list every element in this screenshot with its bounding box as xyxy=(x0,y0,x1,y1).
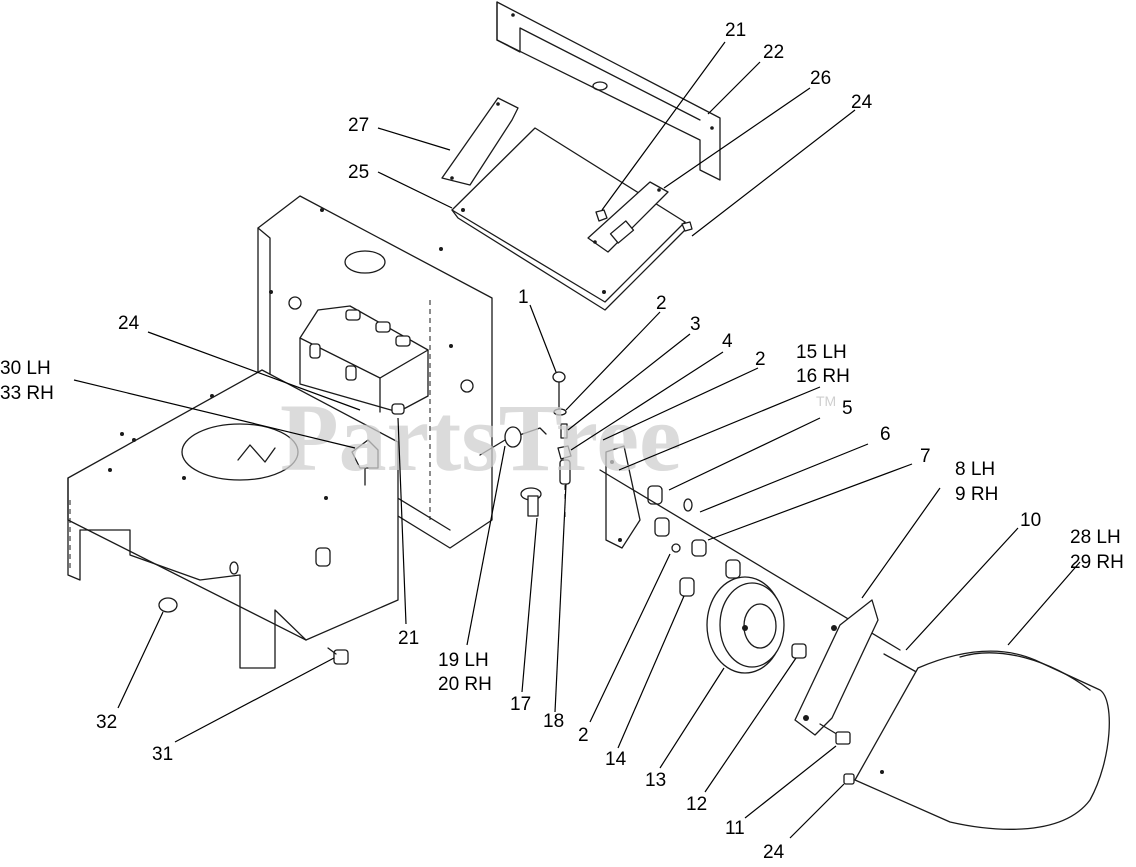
mounting-plate-drawing xyxy=(794,599,879,736)
spacers-drawing xyxy=(599,469,901,651)
spring-rod-drawing xyxy=(479,426,547,456)
callout-14: 14 xyxy=(605,749,627,770)
callout-33-rh: 33 RH xyxy=(0,383,54,404)
callout-24-bottom: 24 xyxy=(763,842,785,863)
clip-bracket-drawing xyxy=(351,439,379,486)
callout-17: 17 xyxy=(510,694,531,715)
watermark: PartsTree xyxy=(280,384,682,491)
callout-10: 10 xyxy=(1020,510,1041,531)
cover-guard-drawing xyxy=(854,650,1110,830)
callout-28-lh: 28 LH xyxy=(1070,527,1121,548)
callout-30-lh: 30 LH xyxy=(0,358,51,379)
idler-arm-drawing xyxy=(605,445,641,549)
engine-block-drawing xyxy=(299,305,429,415)
callout-16-rh: 16 RH xyxy=(796,366,850,387)
callout-18: 18 xyxy=(543,711,564,732)
callout-24-top: 24 xyxy=(851,92,873,113)
callout-7: 7 xyxy=(920,446,931,467)
callout-5: 5 xyxy=(842,398,853,419)
callout-6: 6 xyxy=(880,424,891,445)
callout-29-rh: 29 RH xyxy=(1070,552,1124,573)
callout-4: 4 xyxy=(722,331,733,352)
washer-and-bolt-drawing xyxy=(158,561,349,665)
idler-hardware-drawing xyxy=(552,371,572,520)
callout-15-lh: 15 LH xyxy=(796,342,847,363)
pulley-drawing xyxy=(706,576,785,674)
callout-19-lh: 19 LH xyxy=(438,650,489,671)
callout-21-top: 21 xyxy=(725,20,746,41)
callout-25: 25 xyxy=(348,162,369,183)
callout-11: 11 xyxy=(725,818,745,839)
callout-12: 12 xyxy=(686,794,707,815)
callout-9-rh: 9 RH xyxy=(955,484,998,505)
base-platform-drawing xyxy=(67,369,399,669)
callout-2-b: 2 xyxy=(755,349,766,370)
callout-2-c: 2 xyxy=(578,725,589,746)
callout-1: 1 xyxy=(518,287,529,308)
watermark-trademark: TM xyxy=(816,393,836,409)
callout-3: 3 xyxy=(690,314,701,335)
right-rail-drawing xyxy=(587,181,669,253)
leader-lines xyxy=(73,41,1081,839)
top-bracket-drawing xyxy=(496,1,721,181)
callout-13: 13 xyxy=(645,770,666,791)
screw-24-drawing xyxy=(843,773,855,785)
callout-20-rh: 20 RH xyxy=(438,674,492,695)
callout-labels: 21 22 26 24 27 25 1 2 3 4 2 15 LH 16 RH … xyxy=(0,20,1124,863)
nut-12-drawing xyxy=(791,643,807,659)
callout-27: 27 xyxy=(348,115,369,136)
callout-2-a: 2 xyxy=(656,293,667,314)
callout-22: 22 xyxy=(763,42,784,63)
callout-31: 31 xyxy=(152,744,173,765)
callout-21-bottom: 21 xyxy=(398,628,419,649)
left-rail-drawing xyxy=(441,97,519,186)
bolt-17-drawing xyxy=(520,487,542,517)
callout-32: 32 xyxy=(96,712,117,733)
bolt-11-drawing xyxy=(819,723,851,745)
top-nuts-drawing xyxy=(595,209,693,232)
callout-24-left: 24 xyxy=(118,313,140,334)
callout-8-lh: 8 LH xyxy=(955,459,995,480)
callout-26: 26 xyxy=(810,68,831,89)
